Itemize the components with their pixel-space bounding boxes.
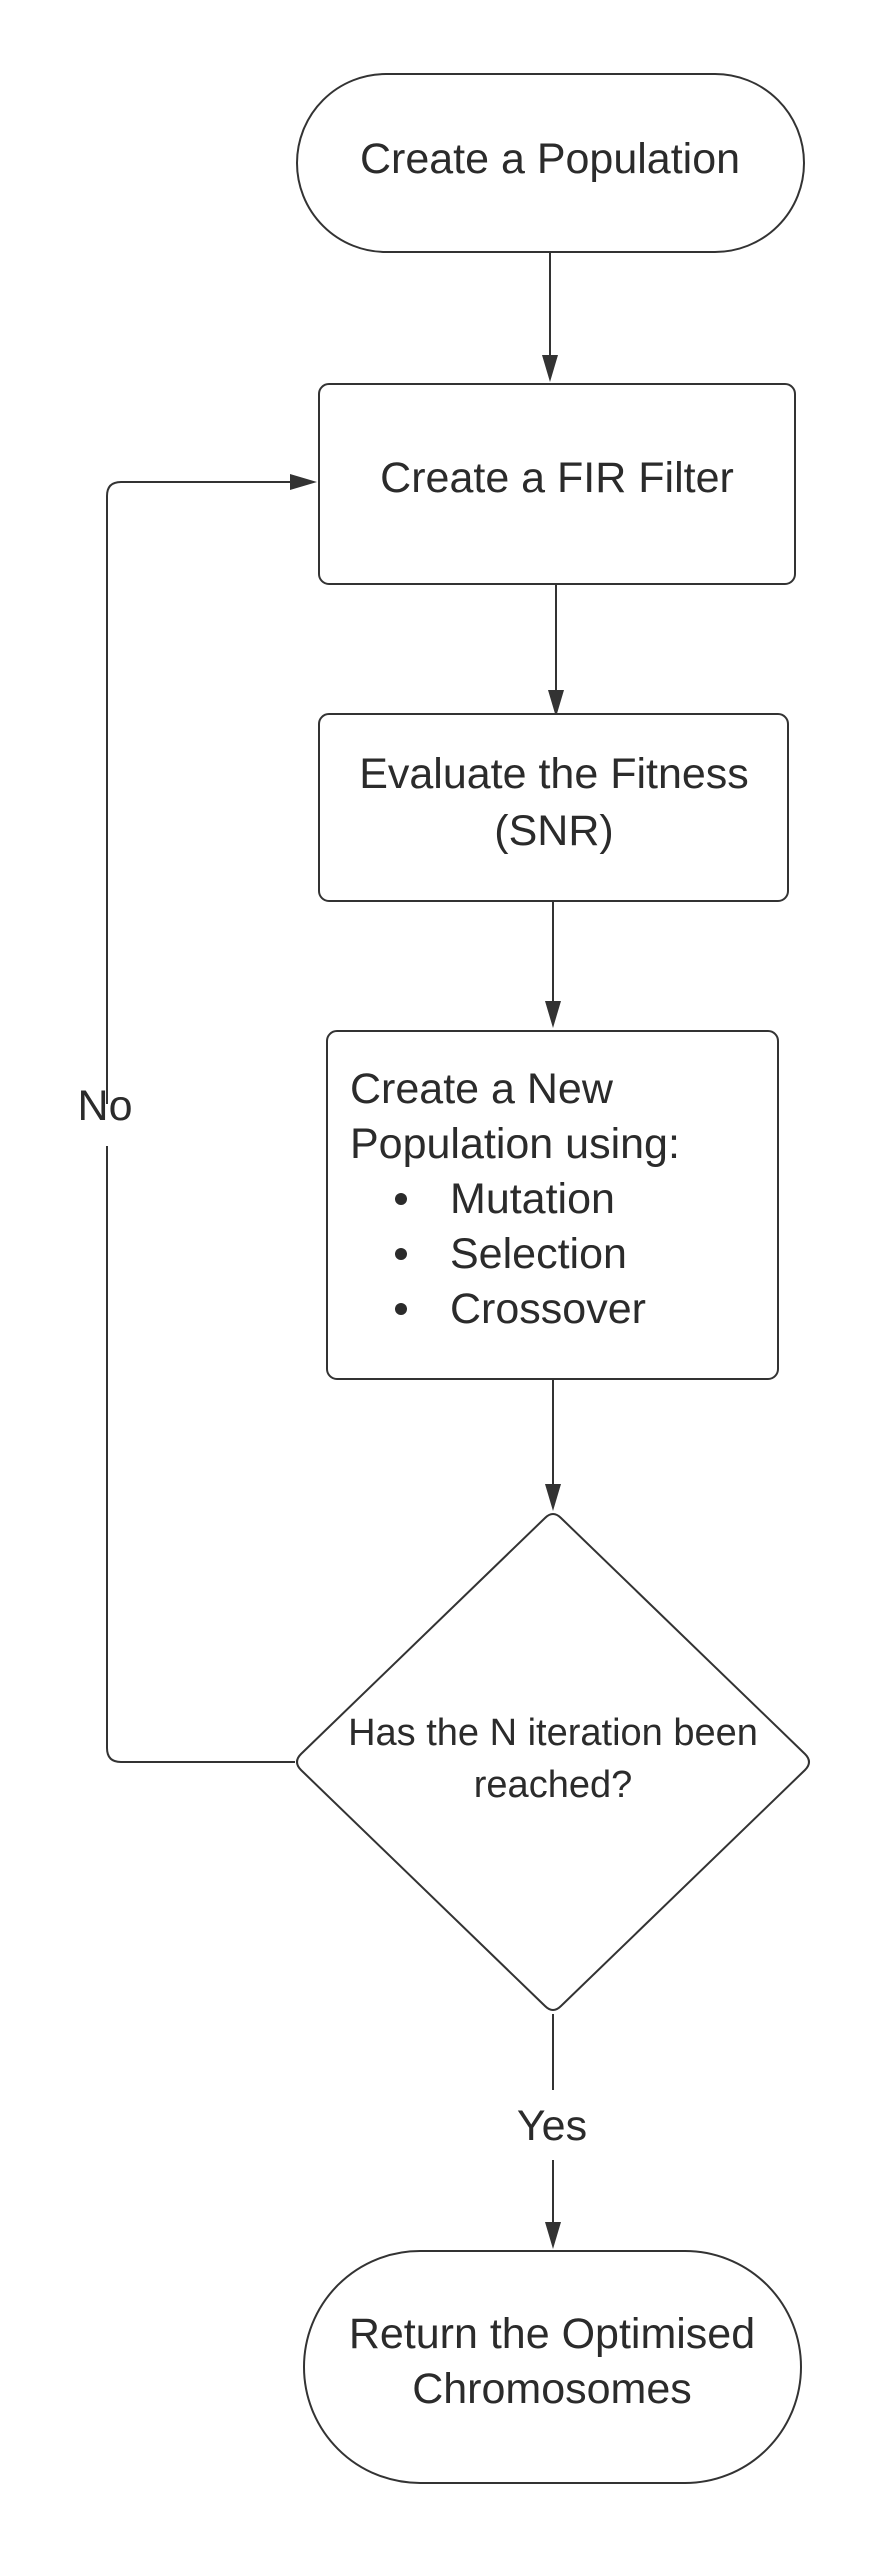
evaluate-label-line2: (SNR) [494,807,613,855]
end-label-line1: Return the Optimised [349,2310,755,2358]
fir-filter-label: Create a FIR Filter [380,454,734,502]
end-terminal: Return the Optimised Chromosomes [303,2250,802,2484]
end-label-line2: Chromosomes [412,2365,692,2413]
new-population-process: Create a New Population using: Mutation … [326,1030,779,1380]
decision-label-line2: reached? [474,1764,632,1806]
new-population-label-line1: Create a New [350,1065,614,1113]
bullet-item-selection: Selection [450,1230,627,1278]
connector-evaluate-to-new-population [545,901,561,1028]
new-population-label-line2: Population using: [350,1120,680,1168]
bullet-item-mutation: Mutation [450,1175,615,1223]
start-terminal-label: Create a Population [360,135,740,183]
bullet-icon [395,1248,407,1260]
connector-yes [545,2014,561,2249]
fir-filter-process: Create a FIR Filter [318,383,796,585]
evaluate-label-line1: Evaluate the Fitness [359,750,749,798]
evaluate-fitness-process: Evaluate the Fitness (SNR) [318,713,789,902]
connector-start-to-fir [542,252,558,382]
connector-no-loop [106,474,317,1763]
iteration-decision: Has the N iteration been reached? [296,1513,810,2011]
bullet-item-crossover: Crossover [450,1285,646,1333]
start-terminal: Create a Population [296,73,805,253]
bullet-icon [395,1193,407,1205]
connector-fir-to-evaluate [548,584,564,717]
yes-edge-label: Yes [517,2102,587,2150]
bullet-icon [395,1303,407,1315]
decision-label-line1: Has the N iteration been [348,1712,758,1754]
no-edge-label: No [78,1082,133,1130]
connector-new-population-to-decision [545,1379,561,1511]
